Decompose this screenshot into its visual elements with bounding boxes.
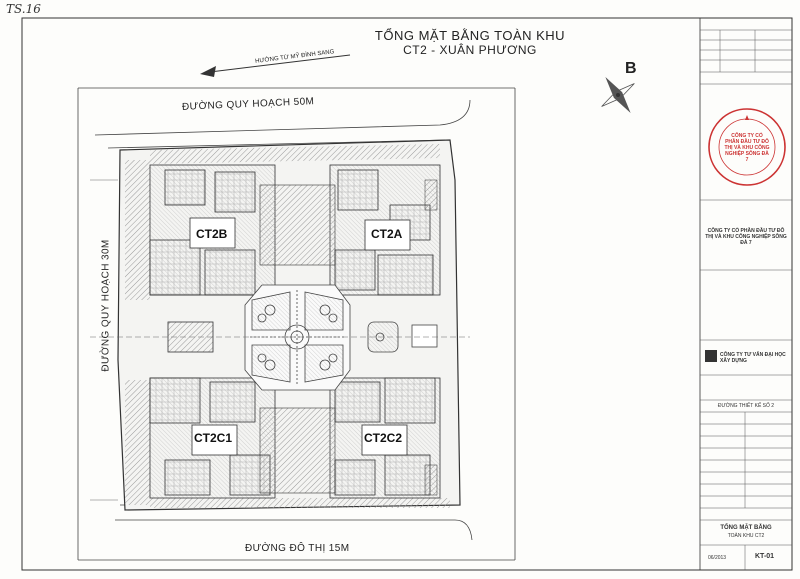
label-ct2c1: CT2C1	[194, 431, 233, 445]
seal-owner-text: CÔNG TY CỔ PHẦN ĐẦU TƯ ĐÔ THỊ VÀ KHU CÔN…	[724, 133, 770, 163]
central-plaza	[244, 284, 351, 391]
label-ct2a: CT2A	[371, 227, 403, 241]
tb-drawing-no: KT-01	[755, 553, 775, 560]
corner-note: TS.16	[6, 2, 41, 16]
label-ct2c2: CT2C2	[364, 431, 403, 445]
drawing-title: TỔNG MẶT BẰNG TOÀN KHU CT2 - XUÂN PHƯƠNG	[350, 28, 590, 57]
compass-letter: B	[625, 60, 637, 77]
tb-drawing-subtitle: TOÀN KHU CT2	[727, 533, 765, 539]
direction-arrow	[200, 54, 351, 77]
tb-owner: CÔNG TY CỔ PHẦN ĐẦU TƯ ĐÔ THỊ VÀ KHU CÔN…	[705, 228, 787, 246]
label-ct2b: CT2B	[196, 227, 228, 241]
street-bottom: ĐƯỜNG ĐÔ THỊ 15M	[245, 543, 350, 554]
title-line-2: CT2 - XUÂN PHƯƠNG	[403, 43, 537, 57]
building-ct2b-footprint	[149, 164, 276, 296]
tb-date: 06/2013	[708, 555, 727, 561]
title-line-1: TỔNG MẶT BẰNG TOÀN KHU	[374, 28, 566, 43]
tb-consultant: CÔNG TY TƯ VẤN ĐẠI HỌC XÂY DỰNG	[720, 352, 786, 364]
consultant-logo-icon	[705, 350, 717, 362]
tb-phase: ĐƯỜNG THIẾT KẾ SỐ 2	[717, 403, 775, 409]
street-left: ĐƯỜNG QUY HOẠCH 30M	[100, 239, 112, 372]
building-ct2a-footprint	[329, 164, 441, 296]
building-ct2c1-footprint	[149, 377, 276, 499]
compass-rose	[601, 76, 635, 114]
building-ct2c2-footprint	[329, 377, 441, 499]
tb-drawing-title: TỔNG MẶT BẰNG	[720, 525, 772, 531]
company-seal	[708, 108, 786, 186]
